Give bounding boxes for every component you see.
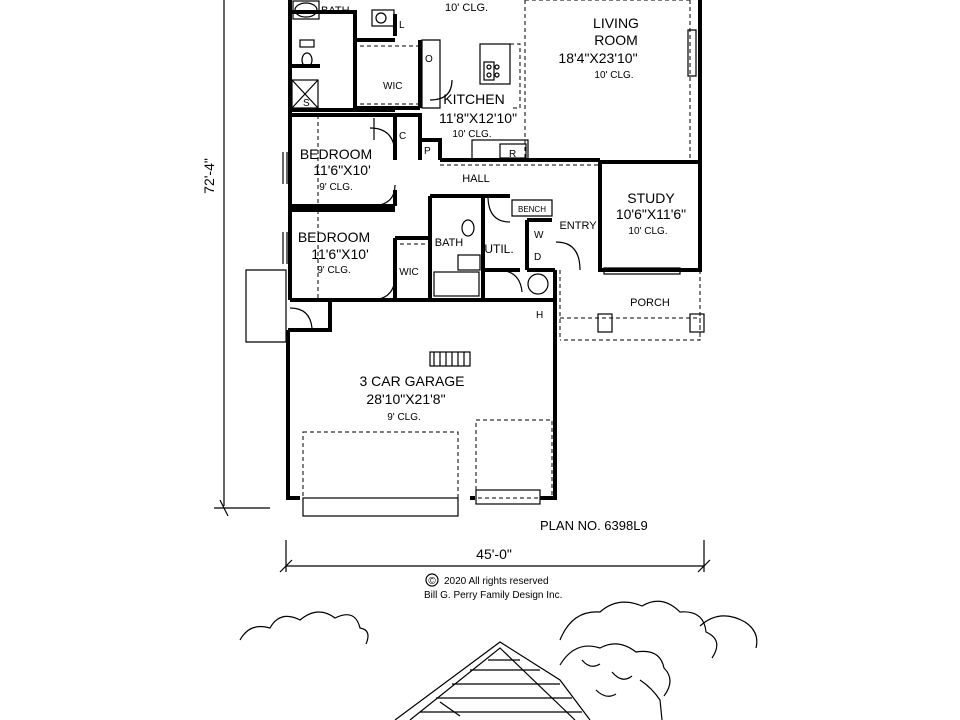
porch-label: PORCH: [630, 297, 670, 309]
living-room-name-line1: LIVING: [593, 15, 639, 31]
bench-label: BENCH: [518, 205, 546, 214]
bath2-label: BATH: [435, 237, 464, 249]
kitchen-size: 11'8"X12'10": [439, 110, 517, 126]
garage-ceiling: 9' CLG.: [387, 412, 421, 423]
bedroom1-size: 11'6"X10': [313, 162, 371, 178]
living-room-ceiling: 10' CLG.: [594, 70, 633, 81]
study-ceiling: 10' CLG.: [628, 226, 667, 237]
room-labels: BATH 10' CLG. LIVING ROOM 18'4"X23'10" 1…: [298, 2, 686, 423]
copyright-line2: Bill G. Perry Family Design Inc.: [424, 590, 562, 601]
study-name: STUDY: [627, 190, 675, 206]
bedroom2-name: BEDROOM: [298, 229, 370, 245]
utility-label: UTIL.: [484, 242, 513, 256]
bedroom2-ceiling: 9' CLG.: [317, 265, 351, 276]
copyright-symbol: ©: [428, 576, 436, 587]
master-wic-label: WIC: [383, 81, 402, 92]
letter-o-label: O: [425, 54, 433, 65]
plan-number: PLAN NO. 6398L9: [540, 518, 648, 533]
hall-label: HALL: [462, 173, 490, 185]
living-room-name-line2: ROOM: [594, 32, 638, 48]
elevation-sketch: [239, 600, 758, 720]
dryer-d-label: D: [534, 252, 541, 263]
heater-h-label: H: [536, 310, 543, 321]
bedroom1-name: BEDROOM: [300, 146, 372, 162]
kitchen-ceiling: 10' CLG.: [452, 129, 491, 140]
exterior-walls: [286, 0, 702, 500]
width-dimension: 45'-0": [476, 546, 512, 562]
depth-dimension: 72'-4": [201, 158, 217, 194]
kitchen-name: KITCHEN: [443, 91, 504, 107]
living-room-size: 18'4"X23'10": [558, 50, 637, 66]
copyright-circle: [425, 573, 439, 587]
wic2-label: WIC: [399, 267, 418, 278]
top-ceiling-label: 10' CLG.: [445, 2, 488, 14]
entry-label: ENTRY: [559, 220, 597, 232]
garage-size: 28'10"X21'8": [366, 391, 445, 407]
doors: [369, 79, 581, 301]
master-bath-label: BATH: [321, 5, 350, 17]
dimensions: [214, 0, 711, 573]
fridge-r-label: R: [509, 149, 516, 160]
closet-c-label: C: [399, 131, 406, 142]
copyright-line1: 2020 All rights reserved: [444, 576, 549, 587]
bedroom2-size: 11'6"X10': [311, 246, 369, 262]
letter-l-label: L: [399, 20, 405, 31]
fixtures: [245, 0, 705, 517]
pantry-p-label: P: [424, 146, 431, 157]
washer-w-label: W: [534, 230, 544, 241]
bedroom1-ceiling: 9' CLG.: [319, 182, 353, 193]
shower-label: S: [303, 98, 310, 109]
garage-name: 3 CAR GARAGE: [359, 373, 464, 389]
plan-annotations: PLAN NO. 6398L9 72'-4" 45'-0" © 2020 All…: [201, 158, 648, 601]
study-size: 10'6"X11'6": [616, 206, 686, 222]
